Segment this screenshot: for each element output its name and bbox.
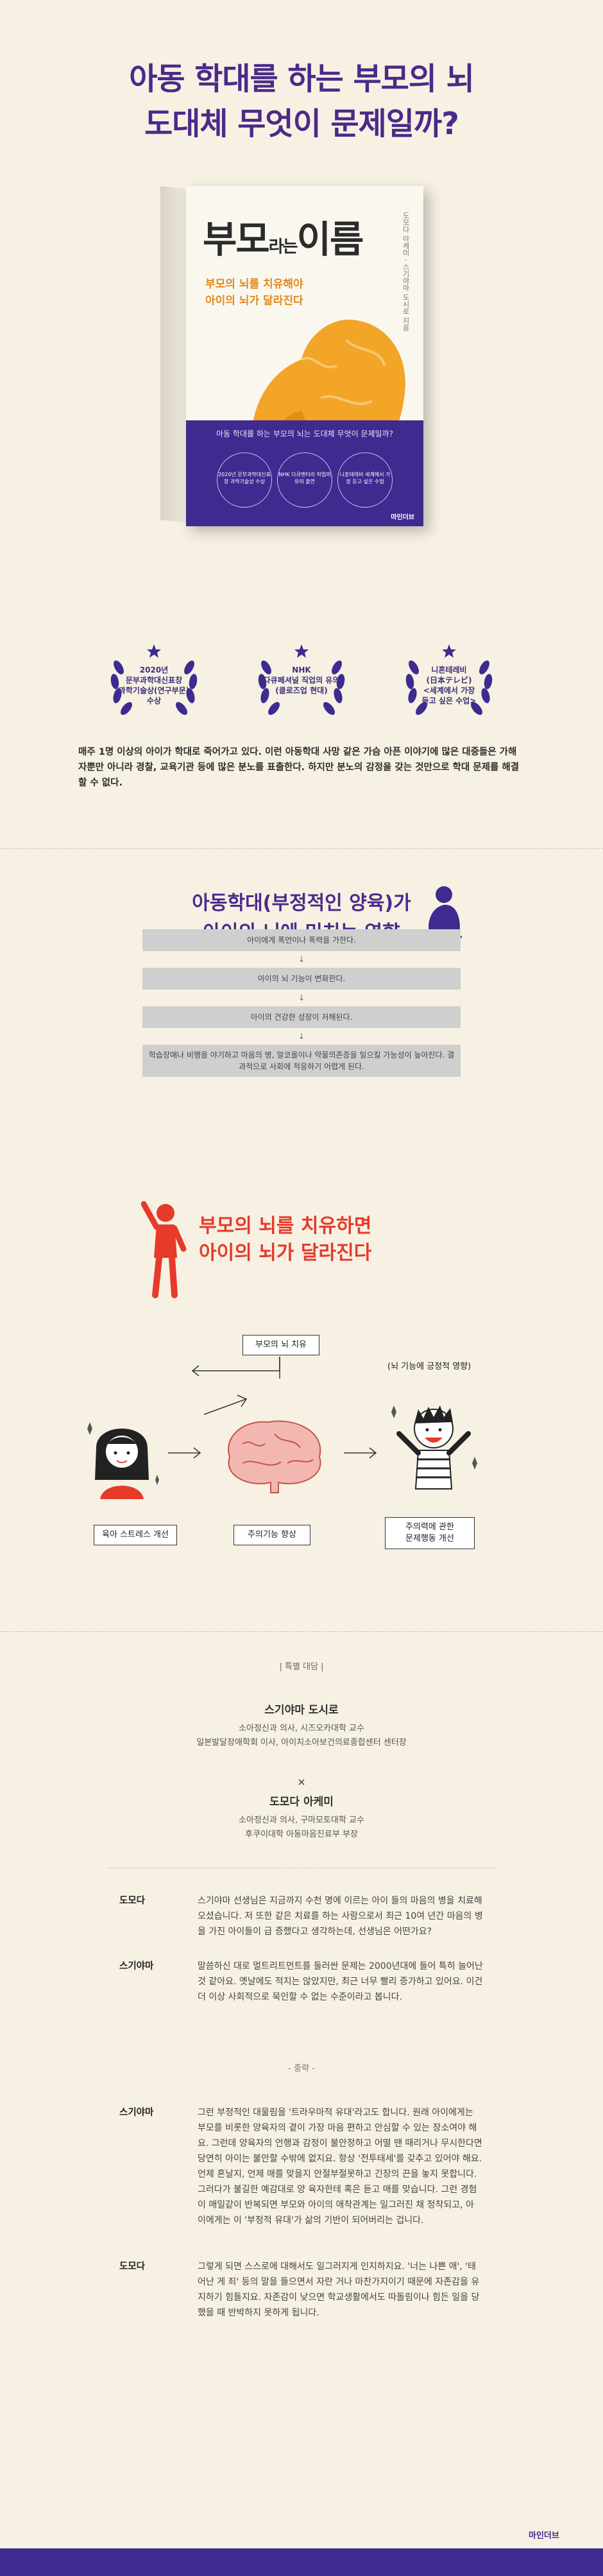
book-cover: 부모라는이름 부모의 뇌를 치유해야 아이의 뇌가 달라진다 도모다 아케미 ·… bbox=[160, 186, 449, 533]
publisher-logo: 마인더브 bbox=[529, 2531, 559, 2541]
flow-arrow-icon: ↓ bbox=[298, 1032, 305, 1041]
label-child-behavior: 주의력에 관한 문제행동 개선 bbox=[385, 1517, 475, 1549]
person1-role2: 일본발달장애학회 이사, 아이치소아보건의료종합센터 센터장 bbox=[196, 1738, 407, 1747]
speaker-name: 도모다 bbox=[119, 1896, 146, 1906]
effect-note: (뇌 기능에 긍정적 영향) bbox=[387, 1362, 471, 1371]
person-tomoda: 도모다 아케미 소아정신과 의사, 구마모토대학 교수 후쿠이대학 아동마음진료… bbox=[0, 1792, 603, 1842]
award-3-text: 니혼테레비 (日本テレビ) <세계에서 가장 듣고 싶은 수업> bbox=[421, 665, 477, 705]
band-badge-1: 2020년 문부과학대신표창 과학기술상 수상 bbox=[217, 452, 272, 508]
person2-role2: 후쿠이대학 아동마음진료부 부장 bbox=[245, 1830, 358, 1839]
omitted-label: - 중략 - bbox=[288, 2064, 315, 2074]
person2-role1: 소아정신과 의사, 구마모토대학 교수 bbox=[239, 1816, 364, 1825]
speech-text: 말씀하신 대로 멀트리트먼트를 둘러싼 문제는 2000년대에 들어 특히 늘어… bbox=[198, 1961, 483, 2002]
dialogue-turn: 도모다 그렇게 되면 스스로에 대해서도 일그러지게 인지하지요. '너는 나쁜… bbox=[119, 2259, 484, 2349]
person1-name: 스기야마 도시로 bbox=[264, 1704, 339, 1717]
section-divider bbox=[0, 848, 603, 849]
award-1: 2020년 문부과학대신표창 과학기술상(연구부문) 수상 bbox=[93, 642, 215, 732]
dialogue-turn: 스기야마 말씀하신 대로 멀트리트먼트를 둘러싼 문제는 2000년대에 들어 … bbox=[119, 1959, 484, 2042]
book-publisher-logo: 마인더브 bbox=[391, 514, 414, 521]
award-3: 니혼테레비 (日本テレビ) <세계에서 가장 듣고 싶은 수업> bbox=[388, 642, 510, 732]
flow-step-1: 아이에게 폭언이나 폭력을 가한다. bbox=[142, 929, 461, 951]
laurel-wreath-icon bbox=[405, 644, 493, 715]
label-attention: 주의기능 향상 bbox=[234, 1525, 310, 1545]
special-dialogue-label: | 특별 대담 | bbox=[279, 1662, 324, 1672]
book-title: 부모라는이름 bbox=[203, 218, 364, 261]
flow-arrow-icon: ↓ bbox=[298, 955, 305, 964]
footer-bar bbox=[0, 2548, 603, 2576]
mother-icon bbox=[87, 1422, 159, 1499]
healing-diagram: 부모의 뇌 치유 (뇌 기능에 긍정적 영향) bbox=[0, 1328, 603, 1598]
dialogue-turn: 스기야마 그런 부정적인 대물림을 '트라우마적 유대'라고도 합니다. 원래 … bbox=[119, 2105, 484, 2285]
book-band: 아동 학대를 하는 부모의 뇌는 도대체 무엇이 문제일까? 2020년 문부과… bbox=[186, 420, 423, 526]
diagram-connectors bbox=[168, 1357, 377, 1459]
person-sugiyama: 스기야마 도시로 소아정신과 의사, 시즈오카대학 교수 일본발달장애학회 이사… bbox=[0, 1701, 603, 1750]
happy-child-icon bbox=[391, 1405, 477, 1490]
award-1-text: 2020년 문부과학대신표창 과학기술상(연구부문) 수상 bbox=[118, 665, 190, 705]
person2-name: 도모다 아케미 bbox=[269, 1796, 334, 1808]
speaker-name: 스기야마 bbox=[119, 2108, 154, 2118]
intro-paragraph: 매주 1명 이상의 아이가 학대로 죽어가고 있다. 이런 아동학대 사망 같은… bbox=[78, 747, 520, 788]
dialogue-turn: 도모다 스기야마 선생님은 지금까지 수천 명에 이르는 아이 들의 마음의 병… bbox=[119, 1893, 484, 1977]
hero-title-line2: 도대체 무엇이 문제일까? bbox=[144, 106, 459, 142]
book-subtitle: 부모의 뇌를 치유해야 아이의 뇌가 달라진다 bbox=[205, 278, 303, 307]
book-spine bbox=[160, 186, 186, 523]
award-2-text: NHK 다큐페셔널 직업의 유의 (클로즈업 현대) bbox=[263, 665, 340, 695]
speech-text: 그런 부정적인 대물림을 '트라우마적 유대'라고도 합니다. 원래 아이에게는… bbox=[198, 2108, 482, 2226]
speaker-name: 도모다 bbox=[119, 2262, 146, 2272]
speech-text: 스기야마 선생님은 지금까지 수천 명에 이르는 아이 들의 마음의 병을 치료… bbox=[198, 1896, 483, 1937]
flow-step-3: 아이의 건강한 성장이 저해된다. bbox=[142, 1006, 461, 1028]
awards: 2020년 문부과학대신표창 과학기술상(연구부문) 수상 bbox=[93, 642, 510, 732]
book-front: 부모라는이름 부모의 뇌를 치유해야 아이의 뇌가 달라진다 도모다 아케미 ·… bbox=[186, 186, 423, 526]
laurel-wreath-icon bbox=[110, 644, 198, 715]
section-divider bbox=[0, 1631, 603, 1632]
award-2: NHK 다큐페셔널 직업의 유의 (클로즈업 현대) bbox=[241, 642, 362, 732]
book-authors: 도모다 아케미 · 스기야마 도시로 지음 bbox=[402, 212, 410, 331]
book-band-text: 아동 학대를 하는 부모의 뇌는 도대체 무엇이 문제일까? bbox=[216, 429, 393, 438]
person1-role1: 소아정신과 의사, 시즈오카대학 교수 bbox=[239, 1724, 364, 1733]
speaker-name: 스기야마 bbox=[119, 1961, 154, 1971]
brain-icon bbox=[228, 1420, 321, 1493]
band-badge-3: 니혼테레비 세계에서 가장 듣고 싶은 수업 bbox=[337, 452, 393, 508]
versus-mark: × bbox=[297, 1776, 306, 1788]
section3-title: 부모의 뇌를 치유하면 아이의 뇌가 달라진다 bbox=[199, 1215, 372, 1264]
band-badge-2: NHK 다큐멘터리 직업의 유의 출연 bbox=[277, 452, 332, 508]
label-parenting-stress: 육아 스트레스 개선 bbox=[94, 1525, 177, 1545]
hero-title: 아동 학대를 하는 부모의 뇌 도대체 무엇이 문제일까? bbox=[0, 56, 603, 146]
flow-arrow-icon: ↓ bbox=[298, 993, 305, 1002]
heal-label: 부모의 뇌 치유 bbox=[242, 1335, 319, 1355]
cheering-child-icon bbox=[141, 1201, 187, 1298]
speech-text: 그렇게 되면 스스로에 대해서도 일그러지게 인지하지요. '너는 나쁜 애',… bbox=[198, 2262, 480, 2318]
laurel-wreath-icon bbox=[258, 644, 345, 715]
flow-step-2: 아이의 뇌 기능이 변화한다. bbox=[142, 968, 461, 990]
flow-step-4: 학습장애나 비행을 야기하고 마음의 병, 알코올이나 약물의존증을 일으킬 가… bbox=[142, 1045, 461, 1077]
hero-title-line1: 아동 학대를 하는 부모의 뇌 bbox=[129, 61, 475, 97]
